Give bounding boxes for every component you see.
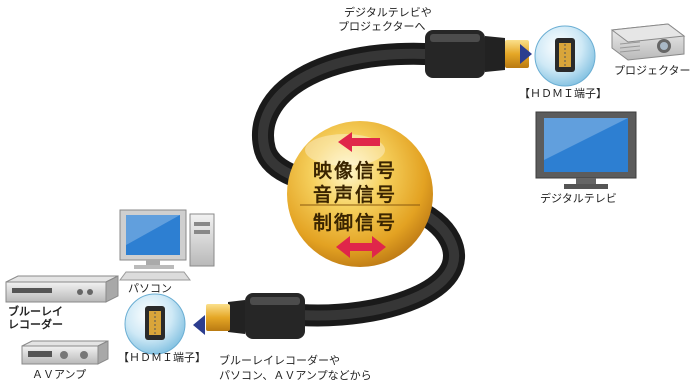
signal-control: 制御信号 xyxy=(313,212,398,234)
projector-icon xyxy=(610,23,686,61)
av-amp-label: ＡＶアンプ xyxy=(32,368,87,381)
pc-icon xyxy=(119,209,215,281)
digital-tv-label: デジタルテレビ xyxy=(540,192,617,205)
hdmi-plug-bottom xyxy=(206,293,305,339)
top-destination-line1: デジタルテレビや xyxy=(344,6,432,19)
projector-label: プロジェクター xyxy=(614,64,691,77)
pc-label: パソコン xyxy=(128,282,172,295)
arrow-left-icon xyxy=(338,132,380,152)
signal-audio: 音声信号 xyxy=(313,184,398,206)
digital-tv-icon xyxy=(535,111,637,189)
bottom-source-line2: パソコン、ＡＶアンプなどから xyxy=(219,369,372,382)
hdmi-terminal-label-top: 【ＨＤＭＩ端子】 xyxy=(519,87,607,100)
bluray-recorder-icon xyxy=(5,275,119,303)
arrow-both-icon xyxy=(336,236,386,258)
bluray-label-line2: レコーダー xyxy=(8,318,63,331)
hdmi-port-badge-top xyxy=(534,25,596,87)
bottom-source-line1: ブルーレイレコーダーや xyxy=(219,354,340,367)
hdmi-plug-top xyxy=(425,30,529,78)
hdmi-terminal-label-bottom: 【ＨＤＭＩ端子】 xyxy=(118,351,206,364)
hdmi-port-badge-bottom xyxy=(124,293,186,355)
pointer-left-icon xyxy=(193,315,205,335)
pointer-right-icon xyxy=(520,44,532,64)
av-amp-icon xyxy=(21,340,109,365)
top-destination-line2: プロジェクターへ xyxy=(338,20,426,33)
bluray-label-line1: ブルーレイ xyxy=(8,305,63,318)
signal-video: 映像信号 xyxy=(313,160,398,182)
